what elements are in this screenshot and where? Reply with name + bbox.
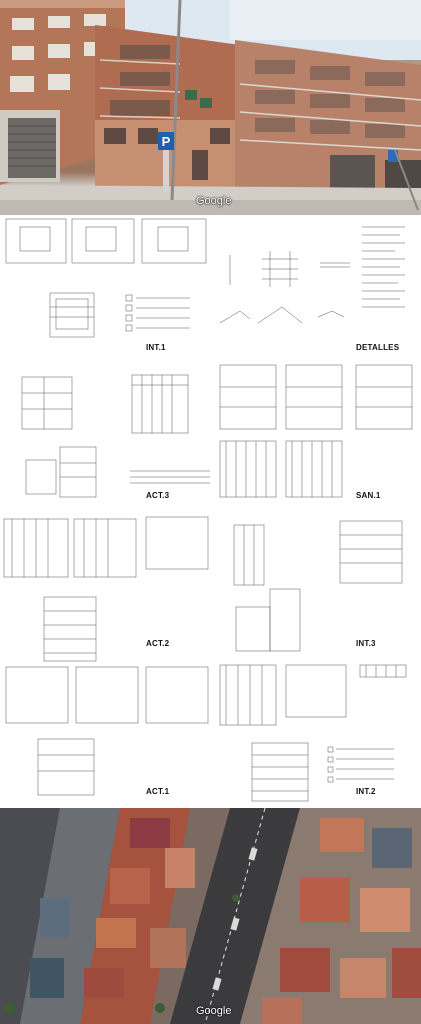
street-view-illustration: P xyxy=(0,0,421,215)
sheet-int3-drawing xyxy=(233,520,407,678)
sheet-act1-drawing xyxy=(5,664,347,796)
street-view-google-watermark: Google xyxy=(196,195,232,207)
sheet-label-act1: ACT.1 xyxy=(146,787,170,796)
aerial-satellite-view: Google xyxy=(0,808,421,1024)
sheet-act3-drawing xyxy=(21,374,210,498)
building-right xyxy=(235,40,421,190)
sheet-int2-drawing xyxy=(251,742,394,802)
sheet-label-san1: SAN.1 xyxy=(356,491,381,500)
sheet-label-act3: ACT.3 xyxy=(146,491,170,500)
sheet-detalles-drawing xyxy=(219,226,405,324)
sheet-label-int2: INT.2 xyxy=(356,787,376,796)
parking-sign xyxy=(158,132,174,150)
sheets-drawings xyxy=(3,218,413,802)
architectural-sheets-collage: INT.1 DETALLES ACT.3 SAN.1 ACT.2 INT.3 A… xyxy=(0,215,421,808)
parking-sign-letter: P xyxy=(162,134,171,149)
sheet-label-detalles: DETALLES xyxy=(356,343,400,352)
street-view-photo: P Google xyxy=(0,0,421,215)
sheet-act2-drawing xyxy=(3,516,209,662)
sheet-san1-drawing xyxy=(219,364,413,498)
building-left xyxy=(0,0,125,185)
building-center xyxy=(95,25,240,190)
aerial-google-watermark: Google xyxy=(196,1005,232,1017)
sheet-label-int3: INT.3 xyxy=(356,639,376,648)
sheet-label-int1: INT.1 xyxy=(146,343,166,352)
sheet-label-act2: ACT.2 xyxy=(146,639,170,648)
aerial-blocks-right xyxy=(240,808,421,1024)
sheet-int1-drawing xyxy=(5,218,207,338)
aerial-illustration xyxy=(0,808,421,1024)
aerial-blocks-left xyxy=(0,808,195,1024)
